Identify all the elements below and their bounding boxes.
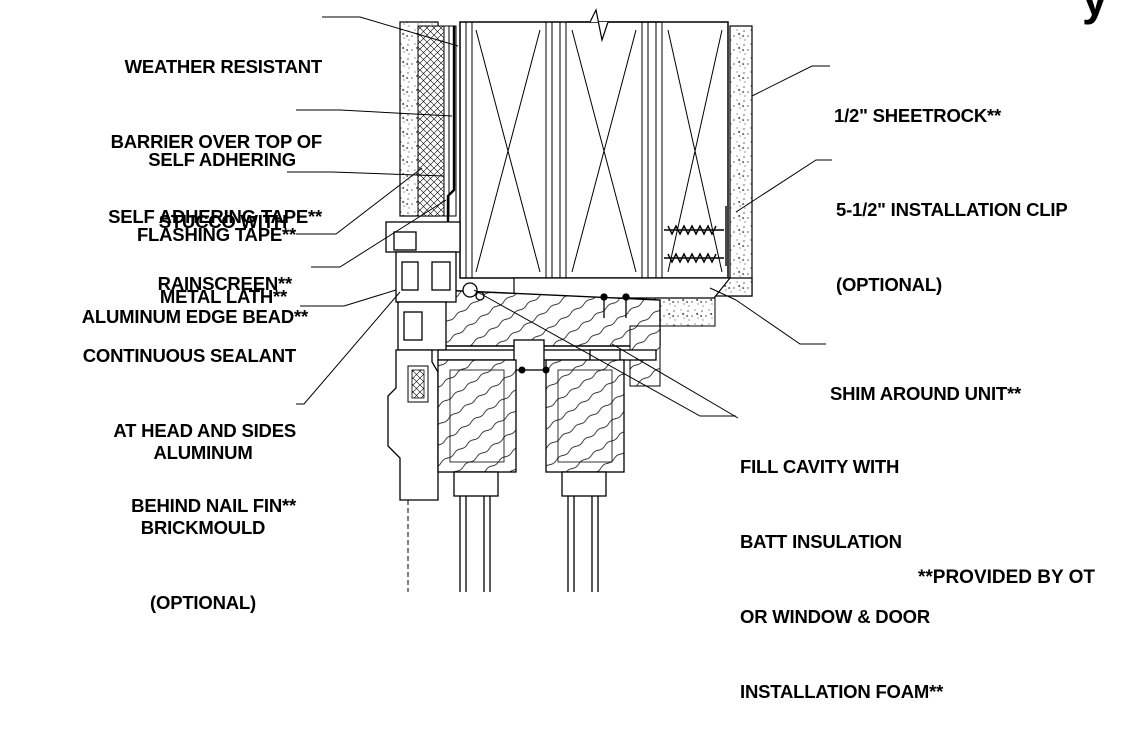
label-edge-bead: ALUMINUM EDGE BEAD** [0,254,308,354]
label-line: BEHIND NAIL FIN** [131,495,296,516]
label-line: WEATHER RESISTANT [124,56,323,77]
header-framing [459,21,729,279]
label-line: METAL LATH** [159,286,287,307]
installation-clip [664,206,727,266]
label-line: 1/2" SHEETROCK** [834,105,1001,126]
sheetrock [729,25,753,297]
label-line: AT HEAD AND SIDES [113,420,296,441]
sash-right [545,359,625,497]
label-line: (OPTIONAL) [836,274,942,295]
jamb-screws [600,293,630,318]
label-line: CONTINUOUS SEALANT [82,345,296,366]
label-line: SELF ADHERING [148,149,296,170]
metal-lath [417,25,445,217]
label-line: BRICKMOULD [140,517,266,538]
footnote: **PROVIDED BY OT [918,567,1096,588]
window-head-section-detail: y WEATHER RESISTANT BARRIER OVER TOP OF … [0,0,1108,702]
label-line: (OPTIONAL) [150,592,256,613]
label-sheetrock: 1/2" SHEETROCK** [834,53,1001,153]
label-shim: SHIM AROUND UNIT** [830,331,1021,431]
label-rainscreen: RAINSCREEN** [0,221,293,321]
label-weather-barrier: WEATHER RESISTANT BARRIER OVER TOP OF SE… [0,4,322,254]
aluminum-frame [385,221,657,385]
title-fragment: y [1082,0,1108,24]
section-drawing [287,8,832,592]
label-line: RAINSCREEN** [157,273,293,294]
label-line: BATT INSULATION [740,531,902,552]
label-line: OR WINDOW & DOOR [740,606,931,627]
label-line: ALUMINUM [153,442,253,463]
label-line: FILL CAVITY WITH [740,456,900,477]
shim [513,277,732,299]
label-line: BARRIER OVER TOP OF [110,131,323,152]
label-line: 5-1/2" INSTALLATION CLIP [836,199,1068,220]
framing-lines [465,22,723,278]
label-install-clip: 5-1/2" INSTALLATION CLIP (OPTIONAL) [836,147,1068,322]
label-stucco: STUCCO WITH METAL LATH** [0,159,288,334]
label-line: SHIM AROUND UNIT** [830,383,1021,404]
sash-left [437,359,517,497]
flashing-tape [446,26,456,232]
label-line: INSTALLATION FOAM** [740,681,944,702]
glazing [459,496,599,592]
label-line: SELF ADHERING TAPE** [108,206,322,227]
label-line: ALUMINUM EDGE BEAD** [81,306,308,327]
label-brickmould: ALUMINUM BRICKMOULD (OPTIONAL) [118,390,288,640]
label-sealant: CONTINUOUS SEALANT AT HEAD AND SIDES BEH… [0,293,296,543]
break-symbol [568,8,660,43]
leader-lines [287,16,832,419]
label-fill-cavity: FILL CAVITY WITH BATT INSULATION OR WIND… [740,404,943,729]
label-flashing-tape: SELF ADHERING FLASHING TAPE** [0,97,296,272]
label-line: FLASHING TAPE** [136,224,296,245]
label-line: STUCCO WITH [158,211,288,232]
